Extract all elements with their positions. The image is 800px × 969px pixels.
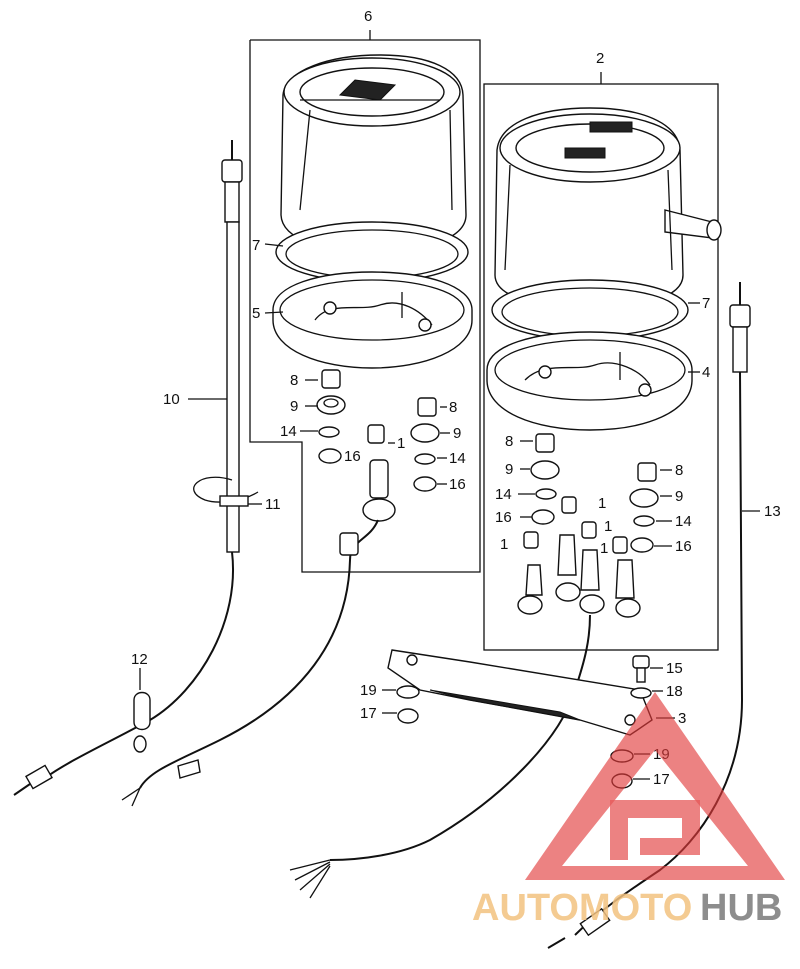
callout-1-b: 1	[598, 495, 606, 512]
callout-2: 2	[596, 50, 604, 67]
callout-9-a: 9	[290, 398, 298, 415]
nut-19-17-left	[396, 685, 420, 724]
speedometer-assembly	[280, 54, 467, 253]
callout-9-c: 9	[505, 461, 513, 478]
left-small-parts	[316, 369, 440, 522]
callout-4: 4	[702, 364, 710, 381]
callout-17-left: 17	[360, 705, 377, 722]
callout-labels: 6 2 7 5 7 4 10 11 12 13 3 8 9 14 16 1 8 …	[131, 8, 781, 788]
callout-6: 6	[364, 8, 372, 25]
cable-13	[547, 282, 751, 949]
callout-5: 5	[252, 305, 260, 322]
callout-14-d: 14	[675, 513, 692, 530]
tachometer-assembly	[494, 107, 722, 309]
tacho-wire-harness	[289, 614, 591, 899]
callout-1-d: 1	[500, 536, 508, 553]
callout-1-c: 1	[604, 518, 612, 535]
watermark-triangle-icon	[525, 692, 785, 880]
callout-14-b: 14	[449, 450, 466, 467]
clamp-12	[133, 691, 151, 753]
assembly-box-2	[483, 72, 719, 651]
callout-14-a: 14	[280, 423, 297, 440]
callout-15: 15	[666, 660, 683, 677]
callout-9-d: 9	[675, 488, 683, 505]
callout-19-left: 19	[360, 682, 377, 699]
wire-clamp-11	[193, 476, 259, 507]
callout-11: 11	[265, 496, 281, 513]
callout-8-c: 8	[505, 433, 513, 450]
callout-13: 13	[764, 503, 781, 520]
callout-14-c: 14	[495, 486, 512, 503]
callout-1-e: 1	[600, 540, 608, 557]
watermark-text-auto: AUTOMOTO	[472, 887, 692, 929]
callout-18: 18	[666, 683, 683, 700]
callout-12: 12	[131, 651, 148, 668]
callout-16-c: 16	[495, 509, 512, 526]
speedo-wire-harness	[121, 519, 379, 807]
right-small-parts	[517, 433, 659, 618]
watermark-inner-mark-icon	[610, 800, 700, 860]
callout-7-right: 7	[702, 295, 710, 312]
callout-10: 10	[163, 391, 180, 408]
automotohub-watermark: AUTOMOTO HUB	[472, 692, 785, 929]
right-meter-ring-7	[491, 279, 689, 341]
bolt-15-washer-18	[630, 655, 652, 699]
callout-16-b: 16	[449, 476, 466, 493]
callout-1-a: 1	[397, 435, 405, 452]
meter-bracket-3	[387, 649, 653, 736]
callout-9-b: 9	[453, 425, 461, 442]
callout-7-left: 7	[252, 237, 260, 254]
callout-3: 3	[678, 710, 686, 727]
callout-16-a: 16	[344, 448, 361, 465]
callout-16-d: 16	[675, 538, 692, 555]
leader-lines	[139, 243, 760, 780]
callout-8-a: 8	[290, 372, 298, 389]
right-meter-case-4	[486, 331, 693, 431]
callout-8-b: 8	[449, 399, 457, 416]
left-meter-case-5	[272, 271, 473, 369]
cable-10	[13, 140, 243, 796]
callout-17-right: 17	[653, 771, 670, 788]
callout-8-d: 8	[675, 462, 683, 479]
assembly-box-6	[249, 30, 481, 573]
watermark-text-hub: HUB	[700, 887, 782, 929]
